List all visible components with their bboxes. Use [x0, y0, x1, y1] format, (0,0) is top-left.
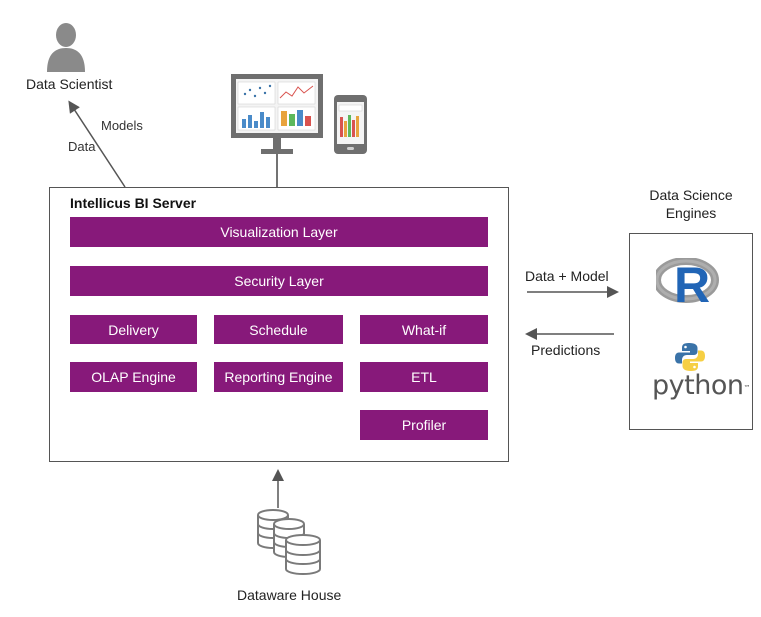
bi-server-title: Intellicus BI Server: [70, 195, 197, 211]
database-icon: [257, 509, 321, 575]
data-scientist-label: Data Scientist: [26, 76, 113, 92]
engines-box: [629, 233, 753, 430]
python-text: python: [652, 370, 744, 401]
monitor-icon: [231, 74, 323, 154]
engines-title-line1: Data Science: [649, 187, 733, 203]
security-layer: Security Layer: [70, 266, 488, 296]
data-model-label: Data + Model: [525, 268, 609, 284]
olap-engine-block: OLAP Engine: [70, 362, 197, 392]
profiler-block: Profiler: [360, 410, 488, 440]
python-wordmark: python™: [652, 370, 750, 402]
phone-icon: [334, 95, 367, 154]
r-logo-icon: [656, 258, 719, 303]
data-label: Data: [68, 139, 96, 154]
python-tm: ™: [743, 384, 750, 392]
visualization-layer: Visualization Layer: [70, 217, 488, 247]
delivery-block: Delivery: [70, 315, 197, 344]
person-icon: [47, 23, 85, 72]
schedule-block: Schedule: [214, 315, 343, 344]
python-logo-icon: [675, 343, 705, 371]
predictions-label: Predictions: [531, 342, 601, 358]
etl-block: ETL: [360, 362, 488, 392]
reporting-engine-block: Reporting Engine: [214, 362, 343, 392]
dataware-house-label: Dataware House: [237, 587, 342, 603]
data-scientist-arrow: [68, 100, 126, 188]
r-logo-letter: R: [674, 257, 711, 313]
whatif-block: What-if: [360, 315, 488, 344]
models-label: Models: [101, 118, 143, 133]
engines-title-line2: Engines: [665, 205, 717, 221]
